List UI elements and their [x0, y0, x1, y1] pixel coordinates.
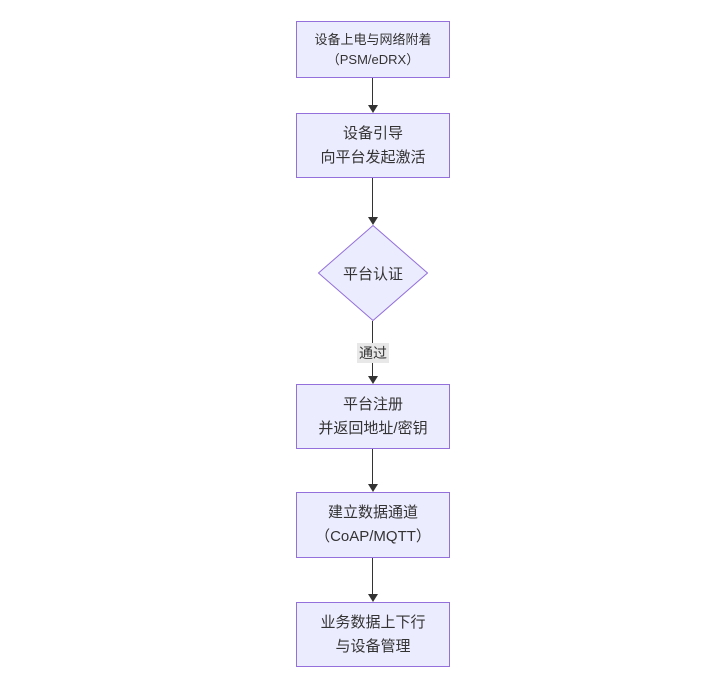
flow-node-bootstrap: 设备引导 向平台发起激活	[296, 113, 450, 178]
edge-line-1	[372, 78, 373, 105]
flow-node-data-channel: 建立数据通道 （CoAP/MQTT）	[296, 492, 450, 558]
edge-line-4	[372, 449, 373, 484]
arrowhead-down-icon	[368, 105, 378, 113]
arrowhead-down-icon	[368, 376, 378, 384]
flow-node-business-data: 业务数据上下行 与设备管理	[296, 602, 450, 667]
node-text-line: 并返回地址/密钥	[318, 419, 428, 437]
node-text-line: （CoAP/MQTT）	[315, 528, 431, 545]
node-text-line: 平台认证	[342, 265, 403, 283]
node-text-line: 建立数据通道	[327, 504, 418, 521]
node-text-line: （PSM/eDRX）	[326, 51, 420, 67]
flow-node-register: 平台注册 并返回地址/密钥	[296, 384, 450, 449]
edge-line-2	[372, 178, 373, 217]
node-text-line: 向平台发起激活	[320, 148, 426, 166]
flow-node-auth-decision: 平台认证	[318, 225, 428, 321]
edge-label-pass: 通过	[357, 343, 389, 363]
node-text-line: 设备引导	[342, 124, 403, 142]
arrowhead-down-icon	[368, 217, 378, 225]
node-text-line: 设备上电与网络附着	[314, 31, 432, 47]
node-text-line: 平台注册	[342, 395, 403, 413]
node-text-line: 业务数据上下行	[320, 613, 426, 631]
arrowhead-down-icon	[368, 484, 378, 492]
edge-line-5	[372, 558, 373, 594]
node-text-line: 与设备管理	[335, 637, 411, 655]
arrowhead-down-icon	[368, 594, 378, 602]
decision-diamond-shape	[318, 225, 428, 321]
flow-node-power-attach: 设备上电与网络附着 （PSM/eDRX）	[296, 21, 450, 78]
